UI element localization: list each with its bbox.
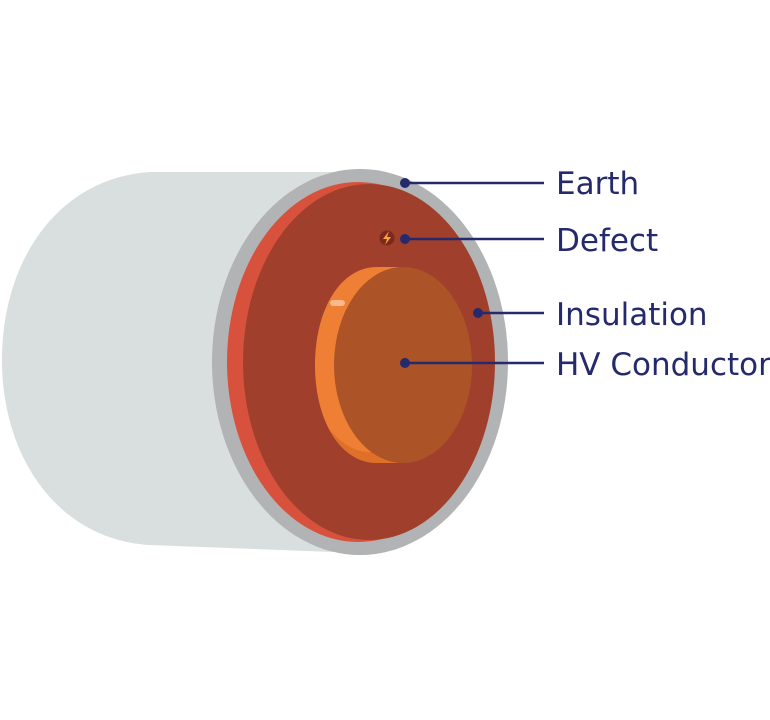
callout-earth: Earth [400,166,639,202]
label-earth: Earth [556,166,639,202]
conductor-highlight [330,300,345,306]
callout-dot-defect [400,234,410,244]
label-hv-conductor: HV Conductor [556,347,770,383]
lightning-bolt-icon [379,230,395,246]
label-defect: Defect [556,223,658,259]
callout-defect: Defect [400,223,658,259]
callout-dot-insulation [473,308,483,318]
callout-dot-earth [400,178,410,188]
callout-conductor: HV Conductor [400,347,770,383]
callout-insulation: Insulation [473,297,708,333]
callout-dot-conductor [400,358,410,368]
label-insulation: Insulation [556,297,708,333]
